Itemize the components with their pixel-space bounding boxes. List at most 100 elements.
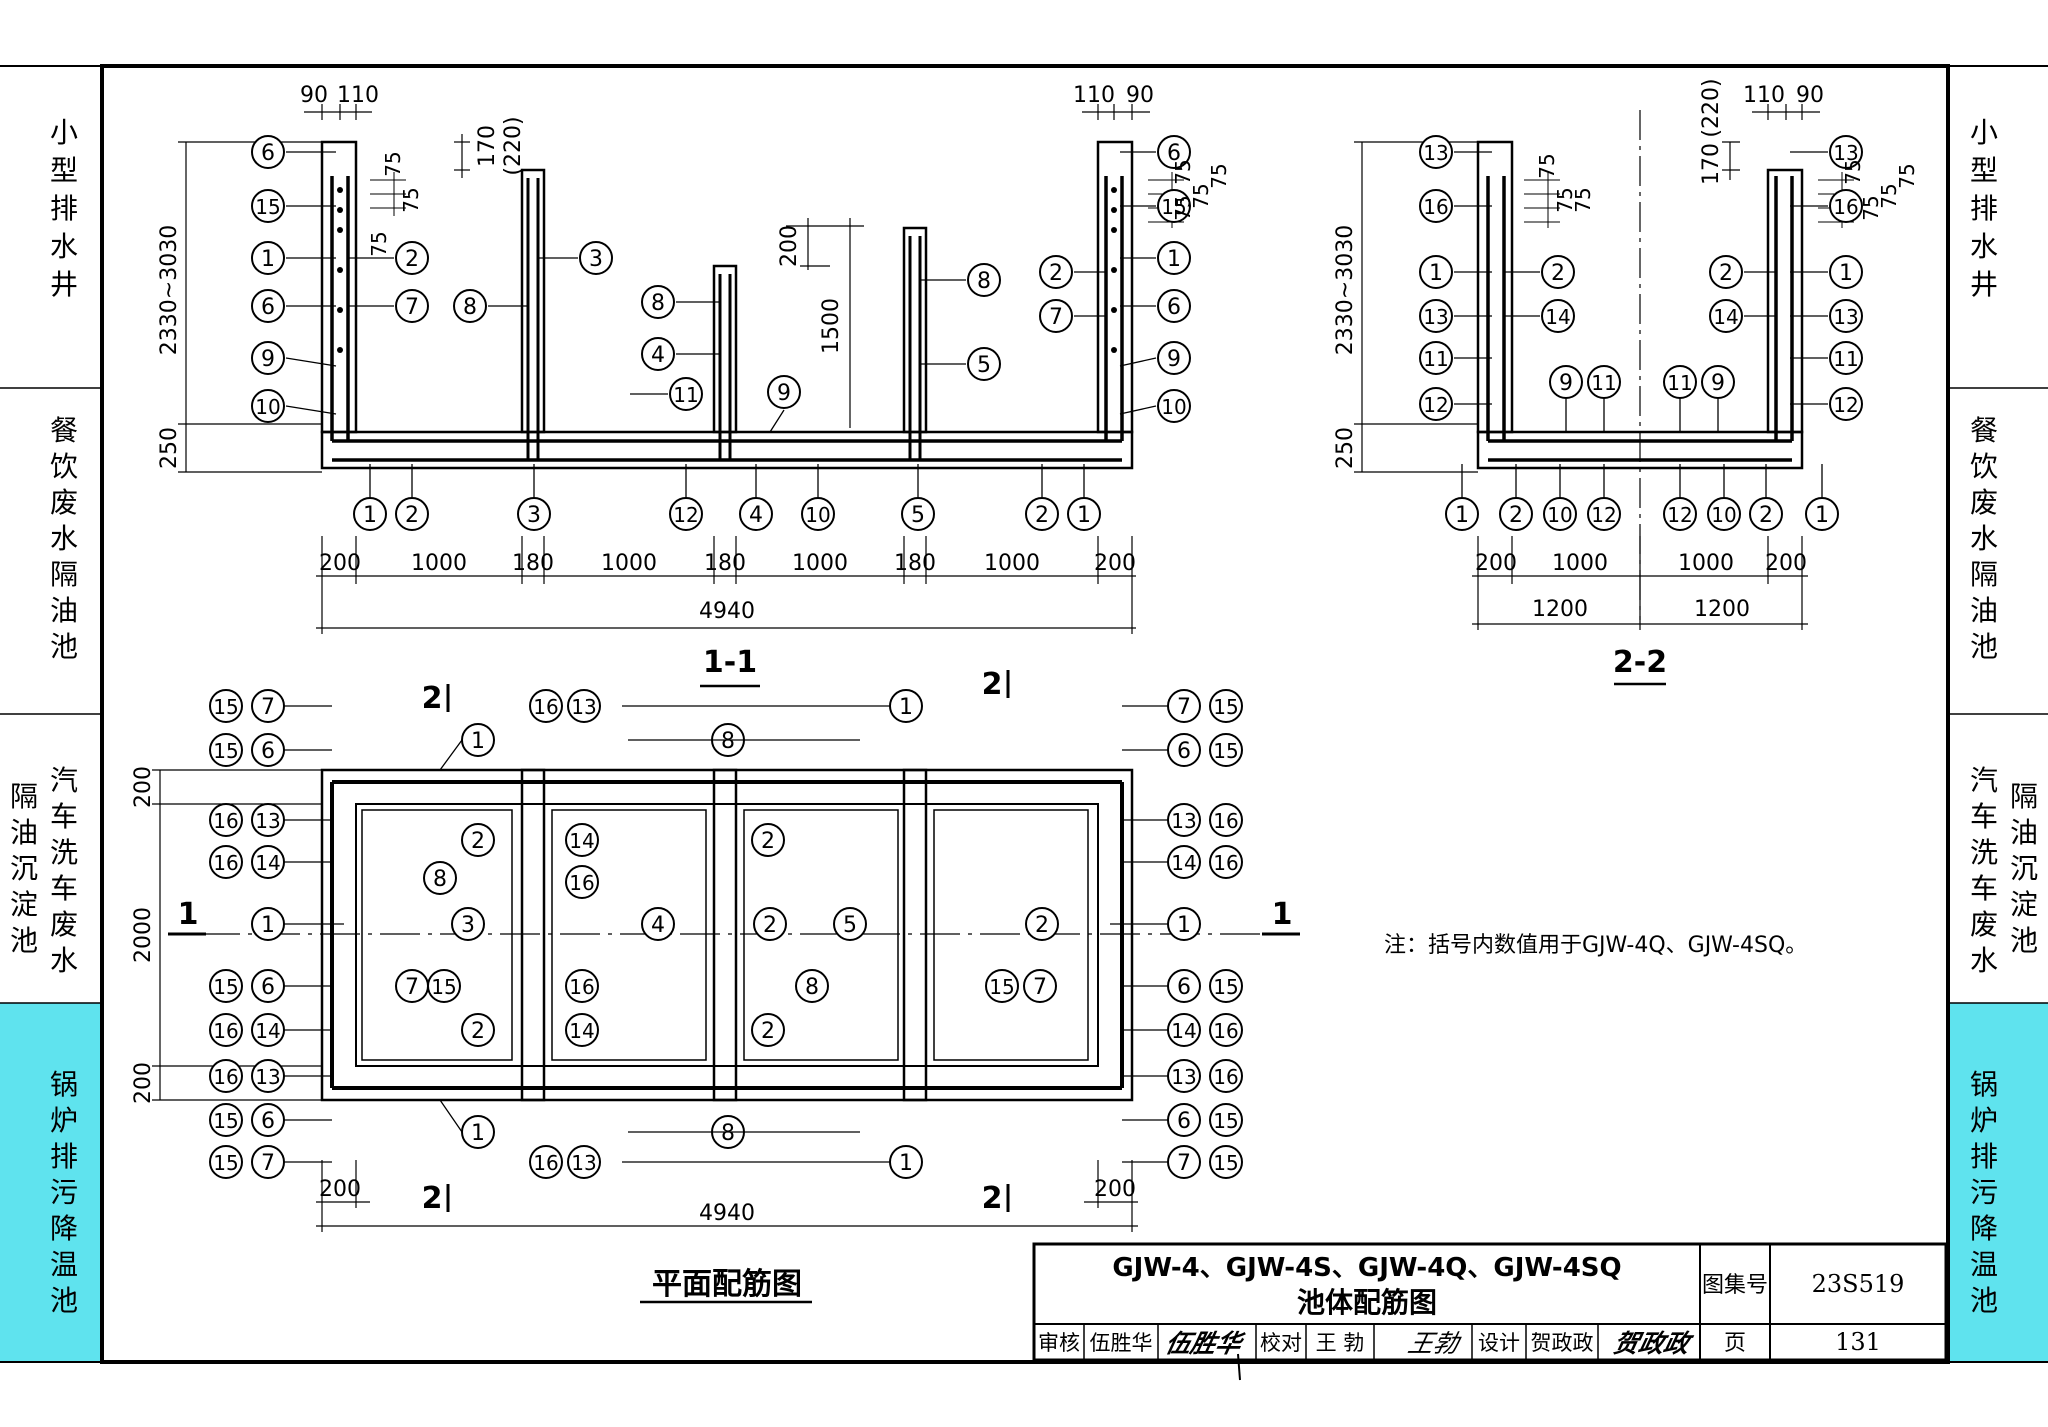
- rebar-callout-circle: [395, 289, 429, 323]
- leader-line: [769, 409, 785, 433]
- section-1-1-title: 1-1: [703, 645, 757, 680]
- rebar-callout-circle: [1829, 387, 1863, 421]
- rebar-callout-circle: [579, 241, 613, 275]
- section-1-1: [178, 104, 1184, 688]
- rebar-callout-circle: [353, 497, 387, 531]
- rebar-callout-circle: [801, 497, 835, 531]
- rebar-callout-label: 15: [989, 975, 1014, 999]
- rebar-callout-label: 2: [1049, 261, 1063, 286]
- plan-inner-edge: [355, 803, 1099, 1067]
- rebar-callout-label: 2: [1035, 913, 1049, 938]
- left-tab-restaurant-oil-separator[interactable]: 餐饮废水隔油池: [50, 414, 78, 663]
- rebar-callout-label: 16: [1213, 1019, 1238, 1043]
- leader-line: [285, 405, 337, 415]
- rebar-callout-circle: [833, 907, 867, 941]
- dim-s11-b0: 200: [319, 551, 361, 576]
- rebar-callout-label: 13: [1833, 141, 1858, 165]
- rebar-callout-label: 6: [1177, 739, 1191, 764]
- sheet-frame: [100, 64, 1950, 1364]
- dim-s11-1500: 1500: [819, 298, 844, 354]
- rebar-callout-label: 14: [1713, 305, 1738, 329]
- rebar-callout-label: 6: [261, 295, 275, 320]
- dim-s11-220: (220): [501, 116, 526, 175]
- rebar-callout-label: 1: [1167, 247, 1181, 272]
- rebar-callout-label: 9: [1711, 371, 1725, 396]
- rebar-callout-label: 6: [1177, 975, 1191, 1000]
- dim-s22-75c: 75: [1571, 187, 1595, 212]
- rebar-callout-circle: [1829, 189, 1863, 223]
- dim-s22-90: 90: [1796, 83, 1824, 108]
- rebar-callout-label: 7: [1049, 305, 1063, 330]
- right-side-tabs: 小型排水井 餐饮废水隔油池 汽车洗车废水 隔油沉淀池 锅炉排污降温池: [1948, 65, 2048, 1363]
- left-tab-small-drain-well[interactable]: 小型排水井: [50, 116, 78, 301]
- rebar-callout-label: 12: [1423, 393, 1448, 417]
- rebar-callout-label: 11: [673, 383, 698, 407]
- rebar-callout-circle: [209, 845, 243, 879]
- rebar-callout-label: 13: [1833, 305, 1858, 329]
- rebar-callout-circle: [1541, 255, 1575, 289]
- rebar-callout-label: 7: [1177, 695, 1191, 720]
- dim-s11-75c: 75: [367, 231, 391, 256]
- dim-s11-b8: 200: [1094, 551, 1136, 576]
- page-number: 131: [1835, 1328, 1881, 1356]
- rebar-callout-label: 10: [1161, 395, 1186, 419]
- rebar-callout-label: 8: [805, 975, 819, 1000]
- rebar-callout-label: 6: [261, 975, 275, 1000]
- right-tab-label: 小型排水井: [1970, 116, 1998, 301]
- general-note: 注：括号内数值用于GJW-4Q、GJW-4SQ。: [1384, 933, 1807, 958]
- rebar-callout-circle: [251, 341, 285, 375]
- rebar-callout-circle: [251, 241, 285, 275]
- title-block-text: GJW-4、GJW-4S、GJW-4Q、GJW-4SQ 池体配筋图 图集号 23…: [1038, 1253, 1904, 1358]
- section-2-2-title: 2-2: [1613, 645, 1667, 680]
- plan-partition-3: [902, 768, 928, 1102]
- rebar-callout-label: 1: [1839, 261, 1853, 286]
- right-tab-car-wash-separator[interactable]: 汽车洗车废水 隔油沉淀池: [1970, 764, 2038, 977]
- right-tab-boiler-cooling-pool[interactable]: 锅炉排污降温池: [1970, 1068, 1998, 1317]
- section-2-2: [1354, 104, 1854, 686]
- dim-s11-height: 2330~3030: [157, 225, 182, 355]
- rebar-callout-circle: [767, 375, 801, 409]
- leader-line: [285, 357, 337, 367]
- left-tab-boiler-cooling-pool[interactable]: 锅炉排污降温池: [50, 1068, 78, 1317]
- rebar-callout-circle: [753, 907, 787, 941]
- rebar-callout-label: 6: [1167, 295, 1181, 320]
- dim-s22-b1: 1000: [1552, 551, 1608, 576]
- rebar-callout-label: 13: [571, 695, 596, 719]
- dim-s22-b2: 1000: [1678, 551, 1734, 576]
- rebar-callout-circle: [423, 861, 457, 895]
- rebar-callout-label: 15: [1213, 975, 1238, 999]
- plan-partition-2: [712, 768, 738, 1102]
- rebar-callout-circle: [1209, 845, 1243, 879]
- dim-s11-tl-110: 110: [337, 83, 379, 108]
- rebar-callout-circle: [1829, 299, 1863, 333]
- dim-s22-75g: 75: [1895, 163, 1919, 188]
- dim-s22-220: (220): [1699, 78, 1724, 137]
- rebar-callout-label: 7: [405, 975, 419, 1000]
- rebar-callout-label: 7: [1177, 1151, 1191, 1176]
- rebar-callout-label: 8: [651, 291, 665, 316]
- leader-line: [439, 739, 463, 771]
- rebar-callout-label: 1: [261, 913, 275, 938]
- rebar-callout-circle: [751, 823, 785, 857]
- right-tab-restaurant-oil-separator[interactable]: 餐饮废水隔油池: [1970, 414, 1998, 663]
- rebar-callout-label: 10: [805, 503, 830, 527]
- rebar-callout-circle: [565, 969, 599, 1003]
- rebar-callout-label: 2: [471, 1019, 485, 1044]
- rebar-callout-label: 2: [1509, 503, 1523, 528]
- right-tab-small-drain-well[interactable]: 小型排水井: [1970, 116, 1998, 301]
- dim-s11-b6: 180: [894, 551, 936, 576]
- checker-name: 王 勃: [1316, 1331, 1365, 1355]
- rebar-callout-label: 6: [261, 1109, 275, 1134]
- rebar-callout-circle: [1541, 299, 1575, 333]
- rebar-callout-circle: [967, 347, 1001, 381]
- rebar-callout-label: 6: [1167, 141, 1181, 166]
- rebar-callout-circle: [1419, 189, 1453, 223]
- s11-right-wall: [1096, 140, 1134, 434]
- rebar-callout-circle: [1663, 497, 1697, 531]
- dim-s11-b7: 1000: [984, 551, 1040, 576]
- rebar-callout-label: 2: [405, 503, 419, 528]
- rebar-callout-circle: [1023, 969, 1057, 1003]
- left-tab-car-wash-separator[interactable]: 汽车洗车废水 隔油沉淀池: [10, 764, 78, 977]
